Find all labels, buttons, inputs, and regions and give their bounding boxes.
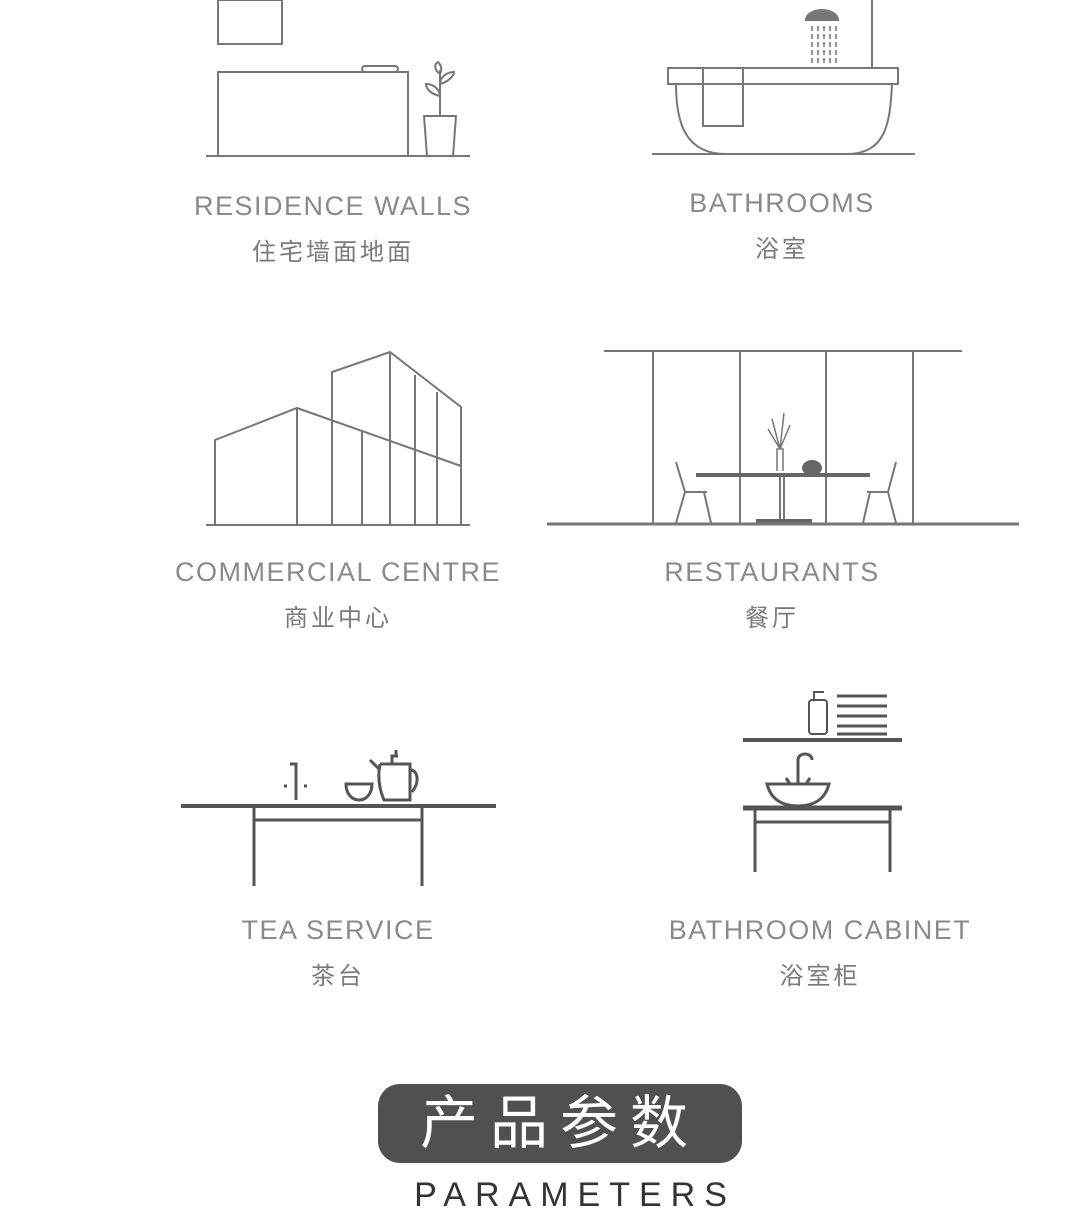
scene-label-en: TEA SERVICE	[241, 915, 435, 945]
section-subtitle: PARAMETERS	[414, 1176, 736, 1214]
tea-table-icon	[181, 750, 496, 886]
scene-label-cn: 浴室	[755, 235, 809, 263]
building-icon	[206, 350, 470, 526]
scene-label-en: RESIDENCE WALLS	[193, 191, 473, 221]
scene-label-cn: 商业中心	[284, 604, 392, 632]
scene-label-en: COMMERCIAL CENTRE	[174, 557, 502, 587]
section-title-badge: 产品参数	[378, 1084, 742, 1163]
scene-label-cn: 住宅墙面地面	[252, 238, 414, 266]
scene-label-en: RESTAURANTS	[664, 557, 880, 587]
scene-label-cn: 浴室柜	[779, 962, 861, 990]
scene-label-en: BATHROOMS	[689, 188, 875, 218]
bathtub-icon	[652, 0, 915, 155]
bathroom-cabinet-icon	[743, 691, 902, 872]
scene-label-en: BATHROOM CABINET	[668, 915, 972, 945]
residence-icon	[206, 0, 470, 157]
scene-label-cn: 茶台	[311, 962, 365, 990]
dining-table-icon	[547, 350, 1019, 526]
scene-label-cn: 餐厅	[745, 604, 799, 632]
